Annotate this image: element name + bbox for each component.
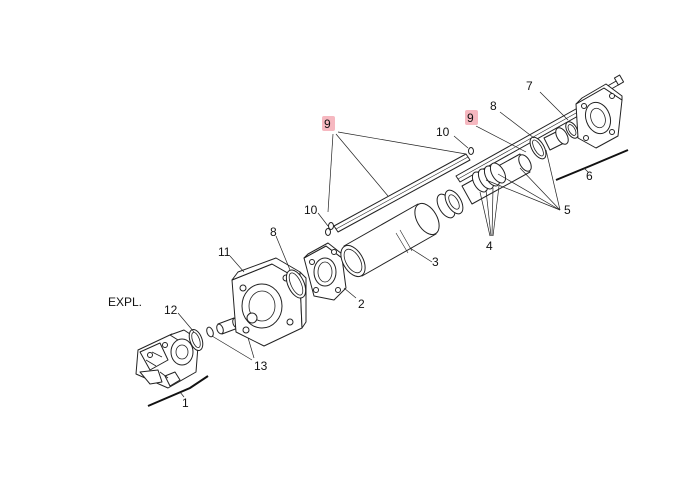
end-cover-part-11 (231, 257, 307, 347)
leader-line-9d (475, 125, 527, 153)
pump-body-part-1 (135, 329, 199, 389)
callout-10-left: 10 (304, 203, 318, 217)
callout-3: 3 (432, 255, 439, 269)
callout-expl: EXPL. (108, 295, 142, 309)
callout-6: 6 (586, 169, 593, 183)
callout-8-top: 8 (490, 99, 497, 113)
leader-line-4d (492, 185, 500, 237)
leader-line-7 (539, 91, 569, 121)
flange-plate-part-2 (303, 242, 347, 301)
bushing-part-7 (543, 121, 579, 151)
callout-9-left-highlight (322, 116, 335, 131)
leader-line-13a (211, 335, 253, 361)
nut-part-10-top (468, 147, 474, 155)
leader-line-11 (229, 255, 245, 273)
leader-line-8-left (275, 235, 291, 271)
leader-line-9a (327, 133, 334, 213)
leader-line-5c (519, 167, 561, 211)
callout-9-left: 9 (324, 117, 331, 131)
callout-8-left: 8 (270, 225, 277, 239)
callout-2: 2 (358, 297, 365, 311)
o-ring-part-8-top (529, 136, 547, 160)
leader-line-4b (485, 189, 492, 237)
callout-9-right: 9 (467, 111, 474, 125)
callout-7: 7 (526, 79, 533, 93)
leader-line-6 (583, 167, 589, 173)
end-cap-part-6 (575, 83, 623, 149)
leader-line-5a (485, 179, 561, 211)
group-bracket-6 (555, 149, 629, 181)
leader-line-1 (179, 391, 185, 398)
leader-line-3 (409, 247, 433, 263)
leader-line-5d (545, 149, 561, 211)
callout-9-right-highlight (465, 110, 478, 125)
leader-line-9c (337, 131, 467, 155)
leader-line-4a (479, 191, 491, 237)
leader-line-12 (177, 312, 195, 333)
tie-rod-part-9-lower (333, 153, 471, 233)
barrel-tube-part-3 (340, 202, 440, 278)
leader-line-9b (335, 133, 389, 197)
leader-line-2 (343, 287, 357, 299)
callout-5: 5 (564, 203, 571, 217)
callout-10-top: 10 (436, 125, 450, 139)
callout-11: 11 (218, 245, 231, 259)
o-ring-part-8-left (285, 269, 307, 299)
leader-line-5b (497, 173, 561, 211)
group-bracket-1 (147, 375, 209, 407)
nut-part-10-left (325, 222, 334, 236)
leader-line-10-left (317, 212, 329, 227)
leader-line-4c (491, 187, 494, 237)
piston-part-4 (436, 153, 532, 219)
callout-13: 13 (254, 359, 268, 373)
callout-12: 12 (164, 303, 178, 317)
leader-line-8-top (499, 111, 535, 139)
callout-1: 1 (182, 396, 189, 410)
callout-4: 4 (486, 239, 493, 253)
leader-line-10-top (453, 135, 469, 149)
